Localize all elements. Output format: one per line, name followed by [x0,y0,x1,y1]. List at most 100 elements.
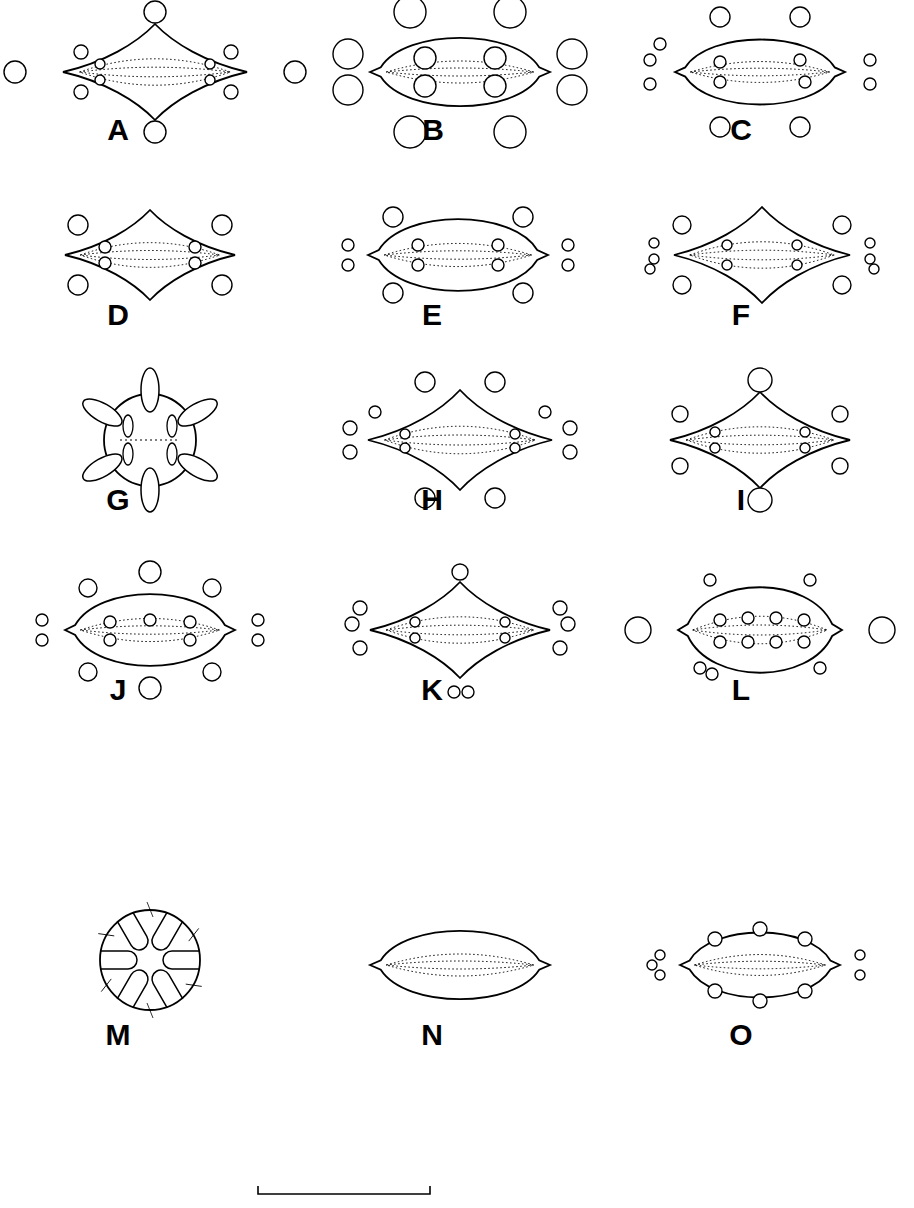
granule [722,260,732,270]
body-outline [368,390,552,490]
lobe [141,368,159,412]
granule [205,75,215,85]
granule [410,617,420,627]
granule [798,636,810,648]
granule [284,61,306,83]
panel-letter: L [732,675,750,705]
spindle-line [80,626,219,634]
granule [557,39,587,69]
panel-letter: K [421,675,443,705]
granule [252,634,264,646]
granule [865,238,875,248]
granule [68,215,88,235]
granule [224,45,238,59]
granule [814,662,826,674]
granule [99,241,111,253]
granule [563,421,577,435]
specimen-figure [65,210,235,300]
granule [753,922,767,936]
granule [561,617,575,631]
granule [205,59,215,69]
panel-letter: C [730,115,752,145]
granule [485,488,505,508]
granule [557,75,587,105]
granule [714,614,726,626]
granule [655,950,665,960]
spindle-line [120,440,180,441]
panel-letter: N [421,1020,443,1050]
granule [654,38,666,50]
granule [414,75,436,97]
granule [353,641,367,655]
granule [144,121,166,143]
spindle-line [386,617,534,643]
granule [869,617,895,643]
body-outline [370,38,550,106]
granule [410,633,420,643]
granule [563,445,577,459]
granule [704,574,716,586]
granule [800,427,810,437]
granule [708,932,722,946]
specimen-figure [670,368,850,512]
spindle-line [693,625,827,635]
spindle-line [386,61,534,83]
granule [484,47,506,69]
granule [562,239,574,251]
granule [790,7,810,27]
body-outline [368,219,548,291]
granule [500,617,510,627]
granule [333,39,363,69]
granule [673,276,691,294]
granule [74,85,88,99]
granule [706,668,718,680]
granule [753,994,767,1008]
panel-letter: I [737,485,745,515]
groove [117,912,151,953]
granule [832,458,848,474]
panel-letter: M [106,1020,131,1050]
granule [36,614,48,626]
granule [500,633,510,643]
granule [492,259,504,271]
rim-tick [147,902,153,917]
granule [804,574,816,586]
inner-body [167,443,177,465]
granule [342,259,354,271]
granule [513,207,533,227]
granule [864,78,876,90]
panel-letter: J [110,675,127,705]
granule [644,78,656,90]
spindle-line [686,435,834,445]
granule [104,634,116,646]
granule [644,54,656,66]
granule [189,257,201,269]
specimen-figure [343,372,577,508]
granule [708,984,722,998]
rim-tick [186,928,202,941]
spindle-line [386,625,534,635]
spindle-line [384,243,532,266]
spindle-line [686,427,834,453]
panel-letter: F [732,300,750,330]
granule [649,254,659,264]
granule [68,275,88,295]
rim-tick [98,979,114,992]
granule [794,54,806,66]
granule [833,276,851,294]
body-outline [100,910,200,1010]
groove [117,967,151,1008]
specimen-figure [333,0,587,148]
lobe [79,449,126,487]
granule [144,1,166,23]
granule [710,443,720,453]
specimen-figure [647,922,865,1008]
spindle-line [80,59,231,85]
granule [412,239,424,251]
groove [149,912,183,953]
body-outline [670,392,850,488]
granule [252,614,264,626]
granule [343,421,357,435]
granule [799,76,811,88]
